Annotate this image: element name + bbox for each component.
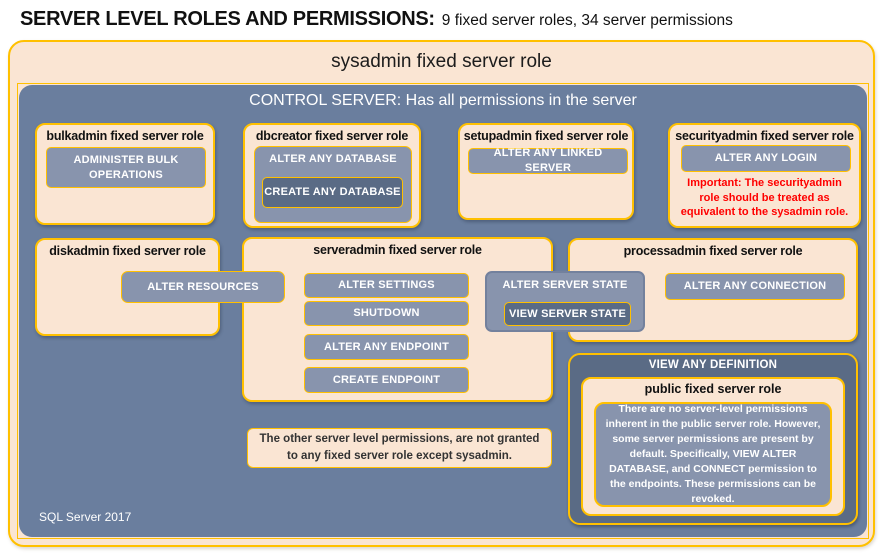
role-box-dbcreator: dbcreator fixed server role ALTER ANY DA… [243,123,421,228]
role-title-public: public fixed server role [644,382,782,396]
role-title-securityadmin: securityadmin fixed server role [675,129,854,143]
public-role-description: There are no server-level permissions in… [605,403,821,505]
role-title-setupadmin: setupadmin fixed server role [463,129,629,143]
permission-view-server-state: VIEW SERVER STATE [504,302,631,326]
sysadmin-role-label: sysadmin fixed server role [331,51,552,72]
permission-alter-any-linked-server: ALTER ANY LINKED SERVER [468,147,628,174]
permission-shutdown: SHUTDOWN [304,301,469,326]
footnote-box: The other server level permissions, are … [247,428,552,468]
permission-alter-any-connection: ALTER ANY CONNECTION [665,273,845,300]
page-title: SERVER LEVEL ROLES AND PERMISSIONS: 9 fix… [20,8,733,31]
sql-server-version-label: SQL Server 2017 [39,510,132,524]
role-box-setupadmin: setupadmin fixed server role ALTER ANY L… [458,123,634,220]
view-any-definition-box: VIEW ANY DEFINITION public fixed server … [568,353,858,525]
role-title-serveradmin: serveradmin fixed server role [313,243,482,257]
role-box-bulkadmin: bulkadmin fixed server role ADMINISTER B… [35,123,215,225]
role-box-securityadmin: securityadmin fixed server role ALTER AN… [668,123,861,228]
permission-administer-bulk-operations: ADMINISTER BULK OPERATIONS [46,147,206,188]
role-title-dbcreator: dbcreator fixed server role [255,129,409,143]
role-title-processadmin: processadmin fixed server role [623,244,803,258]
public-role-description-box: There are no server-level permissions in… [594,402,832,507]
permission-alter-server-state: ALTER SERVER STATE [502,279,628,291]
permission-create-endpoint: CREATE ENDPOINT [304,367,469,393]
permission-alter-any-login: ALTER ANY LOGIN [681,145,851,172]
role-title-diskadmin: diskadmin fixed server role [49,244,206,258]
sysadmin-role-box: sysadmin fixed server role CONTROL SERVE… [8,40,875,547]
permission-panel-alter-server-state: ALTER SERVER STATE VIEW SERVER STATE [485,271,645,332]
control-server-label: CONTROL SERVER: Has all permissions in t… [249,92,637,109]
permission-alter-any-database: ALTER ANY DATABASE [269,153,397,165]
permission-alter-resources: ALTER RESOURCES [121,271,285,303]
permission-view-any-definition: VIEW ANY DEFINITION [648,359,778,371]
permission-alter-settings: ALTER SETTINGS [304,273,469,298]
footnote-text: The other server level permissions, are … [259,433,540,462]
role-title-bulkadmin: bulkadmin fixed server role [46,129,204,143]
securityadmin-warning-text: Important: The securityadmin role should… [680,177,849,219]
permission-create-any-database: CREATE ANY DATABASE [262,177,403,208]
role-box-public: public fixed server role There are no se… [581,377,845,516]
page-title-main: SERVER LEVEL ROLES AND PERMISSIONS: [20,8,435,30]
permission-alter-any-endpoint: ALTER ANY ENDPOINT [304,334,469,360]
control-server-box: CONTROL SERVER: Has all permissions in t… [17,83,869,539]
page-title-sub: 9 fixed server roles, 34 server permissi… [441,12,733,29]
permission-panel-alter-any-database: ALTER ANY DATABASE CREATE ANY DATABASE [254,146,412,223]
